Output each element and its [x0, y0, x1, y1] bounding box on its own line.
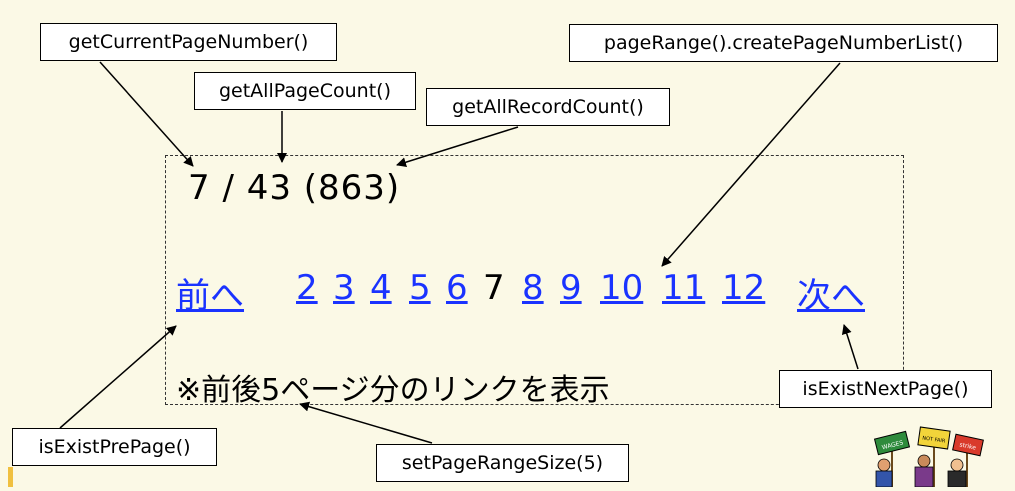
arrow-page-range-size [299, 401, 433, 444]
sign-strike: strike [959, 441, 977, 451]
page-link-6[interactable]: 6 [446, 268, 468, 308]
page-link-5[interactable]: 5 [409, 268, 431, 308]
page-link-9[interactable]: 9 [560, 268, 582, 308]
label-is-exist-pre-page: isExistPrePage() [12, 428, 217, 466]
current-page-number: 7 [483, 268, 505, 308]
range-note: ※前後5ページ分のリンクを表示 [176, 373, 610, 408]
page-link-12[interactable]: 12 [722, 268, 766, 308]
arrow-exist-next-page [841, 324, 859, 370]
page-link-8[interactable]: 8 [522, 268, 544, 308]
page-link-10[interactable]: 10 [600, 268, 644, 308]
next-page-link[interactable]: 次へ [797, 276, 865, 316]
page-count-display: 7 / 43 (863) [188, 168, 401, 208]
arrow-exist-pre-page [59, 325, 177, 429]
pager-area-frame [165, 155, 904, 405]
arrow-current-page [99, 61, 194, 167]
label-get-current-page-number: getCurrentPageNumber() [40, 23, 337, 61]
slide-edge-marker [8, 467, 13, 487]
page-link-11[interactable]: 11 [662, 268, 706, 308]
label-page-range-create-list: pageRange().createPageNumberList() [569, 24, 998, 62]
page-link-4[interactable]: 4 [370, 268, 392, 308]
protest-clipart-image: WAGES NOT FAIR strike [873, 426, 984, 487]
label-get-all-page-count: getAllPageCount() [194, 72, 416, 110]
page-link-3[interactable]: 3 [333, 268, 355, 308]
page-link-2[interactable]: 2 [296, 268, 318, 308]
prev-page-link[interactable]: 前へ [176, 276, 244, 316]
arrow-page-range [661, 62, 841, 267]
label-get-all-record-count: getAllRecordCount() [426, 88, 670, 126]
arrow-all-record-count [396, 126, 519, 168]
sign-not-fair: NOT FAIR [922, 435, 946, 444]
label-is-exist-next-page: isExistNextPage() [779, 370, 992, 408]
label-set-page-range-size: setPageRangeSize(5) [376, 444, 629, 482]
